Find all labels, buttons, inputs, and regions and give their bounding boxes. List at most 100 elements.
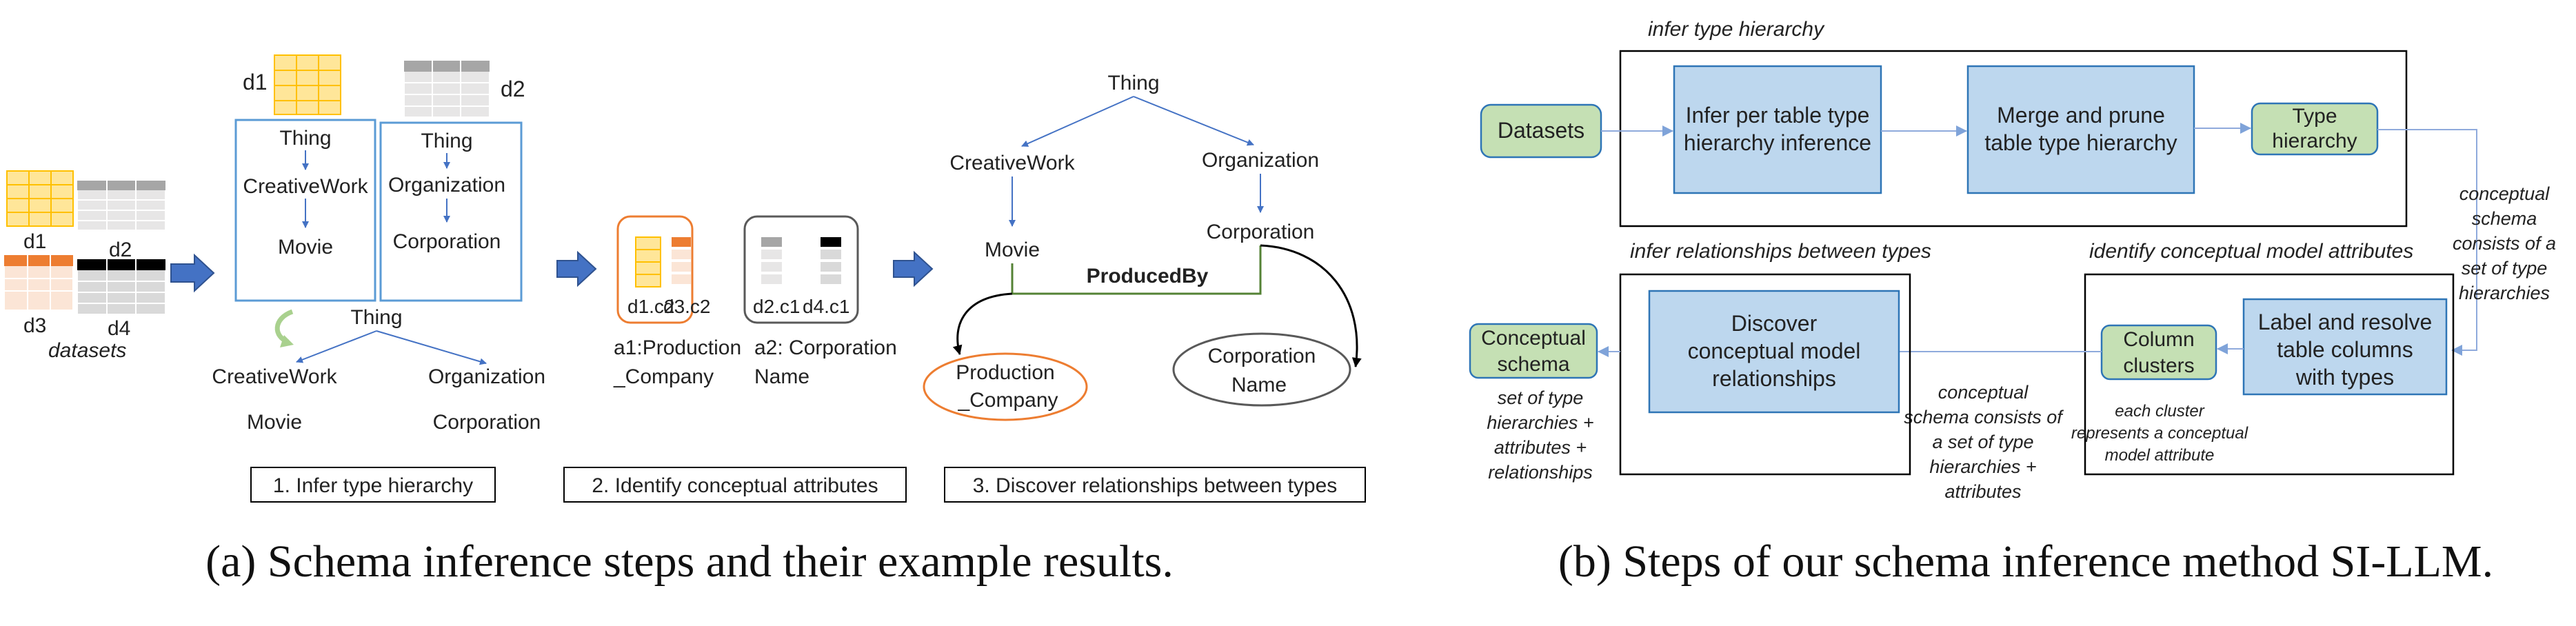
- attr-a2-line1: a2: Corporation: [754, 336, 897, 359]
- attr-a2-line2: Name: [754, 365, 809, 388]
- svg-text:conceptual: conceptual: [2459, 183, 2550, 204]
- tree2-node-thing: Thing: [421, 130, 472, 152]
- svg-text:a set of type: a set of type: [1932, 432, 2033, 452]
- tree2-box: [379, 121, 523, 302]
- column-d3c2-icon: [672, 237, 691, 284]
- discover-line1: Discover: [1731, 311, 1818, 336]
- column-clusters-line1: Column: [2123, 328, 2194, 351]
- table-d4-icon: [77, 259, 166, 315]
- attr-group-a2: [743, 215, 859, 324]
- svg-text:schema consists of: schema consists of: [1904, 407, 2064, 427]
- rel-node-organization: Organization: [1202, 149, 1319, 172]
- infer-per-table-node: [1673, 65, 1882, 194]
- merged-node-movie: Movie: [247, 411, 302, 434]
- merge-prune-node: [1966, 65, 2195, 194]
- tree1-node-movie: Movie: [278, 236, 333, 259]
- infer-type-hierarchy-frame: [1619, 50, 2408, 228]
- merged-node-corporation: Corporation: [433, 411, 541, 434]
- svg-text:hierarchies: hierarchies: [2459, 283, 2550, 303]
- merged-node-organization: Organization: [428, 365, 545, 388]
- merged-node-thing: Thing: [350, 306, 402, 329]
- attr-label-d1c2: d1.c2: [627, 296, 675, 317]
- relation-label-producedby: ProducedBy: [1087, 265, 1209, 287]
- tree1-label-d1: d1: [243, 70, 268, 94]
- cluster-note: each cluster represents a conceptual mod…: [2071, 402, 2248, 465]
- corp-attr-edge: [1260, 244, 1362, 367]
- tree1-table-icon: [274, 54, 341, 115]
- label-resolve-node: [2242, 298, 2448, 396]
- label-d1: d1: [23, 230, 46, 253]
- step-1-label: 1. Infer type hierarchy: [273, 474, 473, 497]
- caption-b: (b) Steps of our schema inference method…: [1558, 536, 2493, 587]
- block-arrow-2: [556, 250, 597, 287]
- side-note: conceptual schema consists of a set of t…: [2453, 183, 2556, 303]
- tree2-table-icon: [403, 60, 490, 118]
- label-d4: d4: [108, 317, 130, 340]
- entity-corporation-name: [1172, 332, 1351, 407]
- type-hierarchy-line2: hierarchy: [2272, 130, 2357, 152]
- svg-text:set of type: set of type: [2462, 258, 2548, 279]
- step-3-label: 3. Discover relationships between types: [973, 474, 1338, 497]
- label-datasets: datasets: [48, 339, 126, 362]
- conceptual-schema-line1: Conceptual: [1481, 327, 1586, 350]
- label-resolve-line2: table columns: [2277, 337, 2413, 362]
- label-resolve-line3: with types: [2295, 365, 2394, 390]
- conceptual-schema-line2: schema: [1497, 353, 1569, 376]
- infer-relationships-frame: [1619, 273, 1911, 476]
- svg-text:hierarchies +: hierarchies +: [1929, 456, 2036, 477]
- column-d1c2-icon: [635, 236, 661, 287]
- step-3-box: [944, 467, 1366, 503]
- panel-a: d1 d2 d3 d4 datasets d1 d2: [3, 54, 1366, 587]
- svg-text:consists of a: consists of a: [2453, 233, 2556, 254]
- rel-node-creativework: CreativeWork: [949, 152, 1075, 174]
- rel-node-thing: Thing: [1107, 72, 1159, 94]
- entity-production-company: [923, 352, 1088, 421]
- rel-node-corporation: Corporation: [1207, 221, 1315, 243]
- infer-per-table-line2: hierarchy inference: [1684, 130, 1871, 155]
- producedby-edge: [1011, 245, 1262, 295]
- svg-text:attributes +: attributes +: [1494, 437, 1587, 458]
- movie-attr-edge: [952, 292, 1013, 355]
- tree1-box: [234, 119, 376, 302]
- svg-text:each cluster: each cluster: [2115, 402, 2204, 421]
- svg-text:schema: schema: [2472, 208, 2537, 229]
- attr-label-d3c2: d3.c2: [663, 296, 711, 317]
- column-clusters-line2: clusters: [2123, 354, 2194, 377]
- merge-prune-line2: table type hierarchy: [1984, 130, 2177, 155]
- type-to-label-connector: [2377, 129, 2477, 356]
- svg-text:relationships: relationships: [1488, 462, 1593, 483]
- tree1-node-creativework: CreativeWork: [243, 175, 368, 198]
- attr-label-d2c1: d2.c1: [753, 296, 801, 317]
- attr-group-a1: [616, 215, 694, 324]
- merge-prune-line1: Merge and prune: [1997, 103, 2165, 128]
- step-1-box: [250, 467, 496, 503]
- svg-text:attributes: attributes: [1944, 481, 2021, 502]
- label-resolve-line1: Label and resolve: [2258, 310, 2433, 334]
- block-arrow-3: [893, 250, 934, 287]
- svg-text:hierarchies +: hierarchies +: [1487, 412, 1593, 433]
- attr-a1-line2: _Company: [613, 365, 714, 388]
- table-d1-icon: [6, 170, 74, 227]
- title-infer-relationships: infer relationships between types: [1630, 240, 1931, 263]
- identify-attributes-frame: [2084, 273, 2455, 476]
- svg-text:conceptual: conceptual: [1938, 382, 2029, 403]
- type-hierarchy-line1: Type: [2292, 105, 2337, 128]
- title-identify-attributes: identify conceptual model attributes: [2089, 240, 2413, 263]
- caption-a: (a) Schema inference steps and their exa…: [205, 536, 1174, 587]
- rel-node-movie: Movie: [985, 239, 1040, 261]
- dataset-tables: d1 d2 d3 d4 datasets: [3, 170, 166, 362]
- discover-relationships-node: [1648, 290, 1900, 414]
- svg-text:model attribute: model attribute: [2105, 446, 2215, 465]
- datasets-node-label: Datasets: [1498, 118, 1584, 143]
- tree2-node-corporation: Corporation: [393, 230, 501, 253]
- attr-a1-line1: a1:Production: [614, 336, 741, 359]
- panel-b: infer type hierarchy Datasets Infer per …: [1469, 18, 2556, 587]
- table-d2-icon: [77, 180, 166, 231]
- tree2-node-organization: Organization: [388, 174, 505, 196]
- label-d3: d3: [23, 314, 46, 337]
- tree2-label-d2: d2: [501, 77, 525, 101]
- table-d3-icon: [3, 254, 74, 311]
- discover-line2: conceptual model: [1688, 339, 1861, 363]
- conceptual-schema-node: [1469, 323, 1598, 379]
